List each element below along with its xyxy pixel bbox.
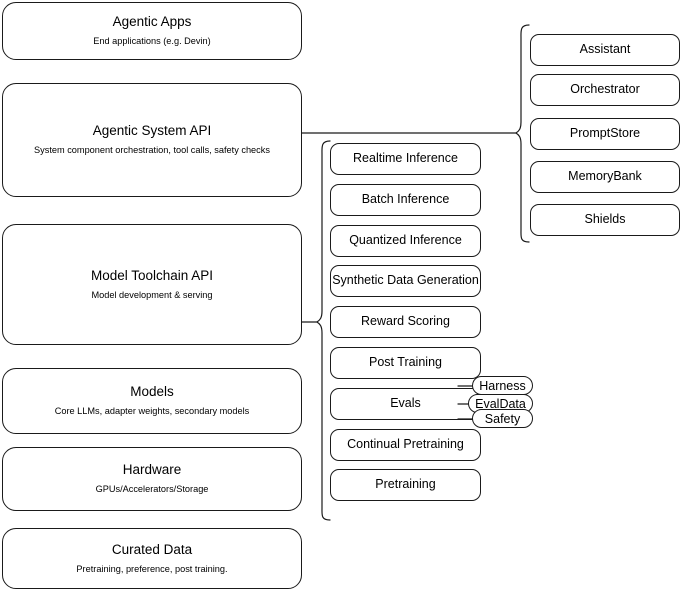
layer-subtitle: Pretraining, preference, post training. xyxy=(76,563,228,574)
evals-tag-harness[interactable]: Harness xyxy=(472,376,533,395)
chip-label: Reward Scoring xyxy=(361,314,450,329)
toolchain-synthetic-data-generation[interactable]: Synthetic Data Generation xyxy=(330,265,481,297)
layer-agentic-apps[interactable]: Agentic Apps End applications (e.g. Devi… xyxy=(2,2,302,60)
layer-title: Model Toolchain API xyxy=(90,267,214,283)
toolchain-evals[interactable]: Evals xyxy=(330,388,481,420)
toolchain-quantized-inference[interactable]: Quantized Inference xyxy=(330,225,481,257)
layer-subtitle: GPUs/Accelerators/Storage xyxy=(95,484,209,495)
chip-label: Shields xyxy=(584,212,626,227)
layer-title: Agentic System API xyxy=(92,123,212,139)
layer-models[interactable]: Models Core LLMs, adapter weights, secon… xyxy=(2,368,302,434)
chip-label: Assistant xyxy=(579,42,631,57)
toolchain-post-training[interactable]: Post Training xyxy=(330,347,481,379)
toolchain-continual-pretraining[interactable]: Continual Pretraining xyxy=(330,429,481,461)
toolchain-batch-inference[interactable]: Batch Inference xyxy=(330,184,481,216)
chip-label: Post Training xyxy=(369,355,442,370)
system-promptstore[interactable]: PromptStore xyxy=(530,118,680,150)
pill-label: EvalData xyxy=(475,396,526,411)
system-assistant[interactable]: Assistant xyxy=(530,34,680,66)
layer-subtitle: Model development & serving xyxy=(91,289,213,300)
layer-model-toolchain-api[interactable]: Model Toolchain API Model development & … xyxy=(2,224,302,345)
pill-label: Harness xyxy=(479,378,526,393)
chip-label: Evals xyxy=(390,396,421,411)
layer-subtitle: System component orchestration, tool cal… xyxy=(34,145,270,156)
layer-title: Models xyxy=(130,384,174,400)
layer-title: Agentic Apps xyxy=(112,14,192,30)
chip-label: Orchestrator xyxy=(570,82,640,97)
system-memorybank[interactable]: MemoryBank xyxy=(530,161,680,193)
toolchain-pretraining[interactable]: Pretraining xyxy=(330,469,481,501)
system-shields[interactable]: Shields xyxy=(530,204,680,236)
pill-label: Safety xyxy=(484,411,521,426)
chip-label: Quantized Inference xyxy=(349,233,462,248)
chip-label: PromptStore xyxy=(569,126,641,141)
toolchain-reward-scoring[interactable]: Reward Scoring xyxy=(330,306,481,338)
toolchain-realtime-inference[interactable]: Realtime Inference xyxy=(330,143,481,175)
layer-title: Curated Data xyxy=(111,541,193,557)
chip-label: Pretraining xyxy=(375,477,436,492)
brace-system-components xyxy=(515,24,530,243)
chip-label: MemoryBank xyxy=(568,169,642,184)
layer-subtitle: Core LLMs, adapter weights, secondary mo… xyxy=(54,406,250,417)
chip-label: Realtime Inference xyxy=(353,151,458,166)
system-orchestrator[interactable]: Orchestrator xyxy=(530,74,680,106)
layer-agentic-system-api[interactable]: Agentic System API System component orch… xyxy=(2,83,302,197)
layer-subtitle: End applications (e.g. Devin) xyxy=(93,36,211,47)
brace-toolchain-components xyxy=(316,140,331,521)
layer-hardware[interactable]: Hardware GPUs/Accelerators/Storage xyxy=(2,447,302,511)
layer-curated-data[interactable]: Curated Data Pretraining, preference, po… xyxy=(2,528,302,589)
chip-label: Continual Pretraining xyxy=(347,437,464,452)
chip-label: Batch Inference xyxy=(361,192,450,207)
layer-title: Hardware xyxy=(122,462,182,478)
evals-tag-safety[interactable]: Safety xyxy=(472,409,533,428)
chip-label: Synthetic Data Generation xyxy=(332,273,479,288)
